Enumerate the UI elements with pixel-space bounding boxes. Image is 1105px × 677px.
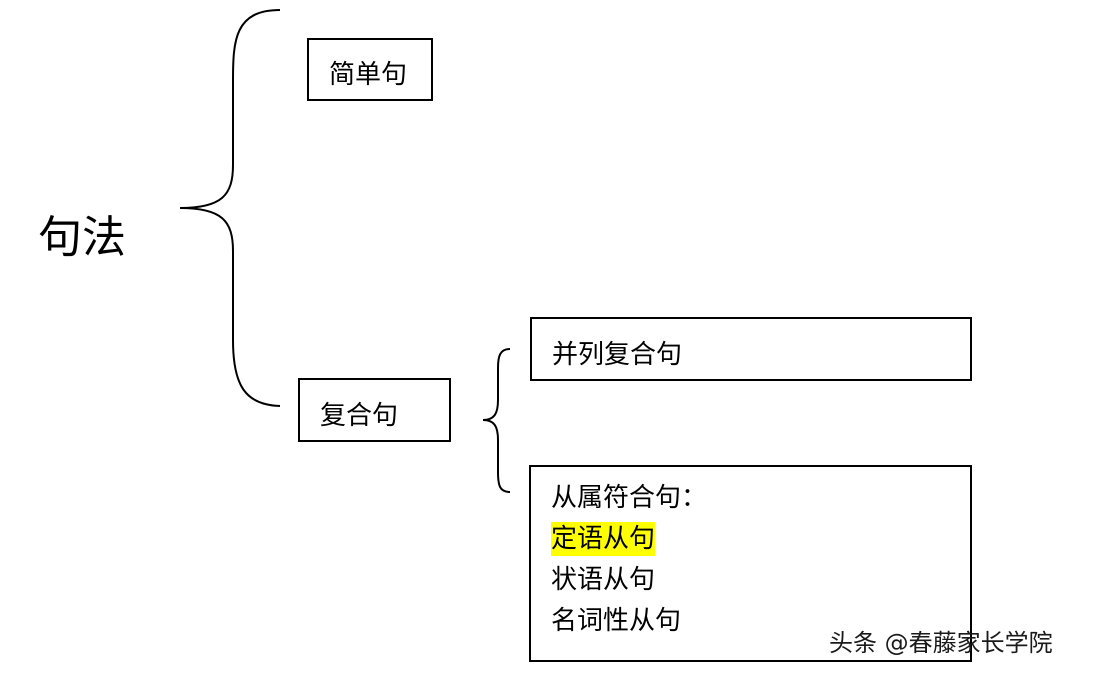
subordinate-compound-title: 从属符合句： [551,483,708,513]
subordinate-title-line: 从属符合句： [551,481,970,522]
simple-sentence-label: 简单句 [329,60,408,90]
subordinate-compound-box: 从属符合句： 定语从句 状语从句 名词性从句 [529,465,972,662]
compound-sentence-label: 复合句 [320,401,399,431]
adverbial-clause-item: 状语从句 [551,565,656,595]
root-label: 句法 [38,212,126,263]
subordinate-item-line: 状语从句 [551,563,970,604]
watermark: 头条 @春藤家长学院 [829,629,1053,657]
sub-brace [482,348,511,493]
compound-sentence-box: 复合句 [298,378,451,442]
coordinate-compound-label: 并列复合句 [552,340,683,370]
subordinate-item-line: 名词性从句 [551,604,970,645]
main-brace [179,9,281,407]
simple-sentence-box: 简单句 [307,38,433,101]
nominal-clause-item: 名词性从句 [551,606,682,636]
attributive-clause-item: 定语从句 [551,522,656,556]
subordinate-item-line: 定语从句 [551,522,970,563]
coordinate-compound-box: 并列复合句 [530,317,972,381]
